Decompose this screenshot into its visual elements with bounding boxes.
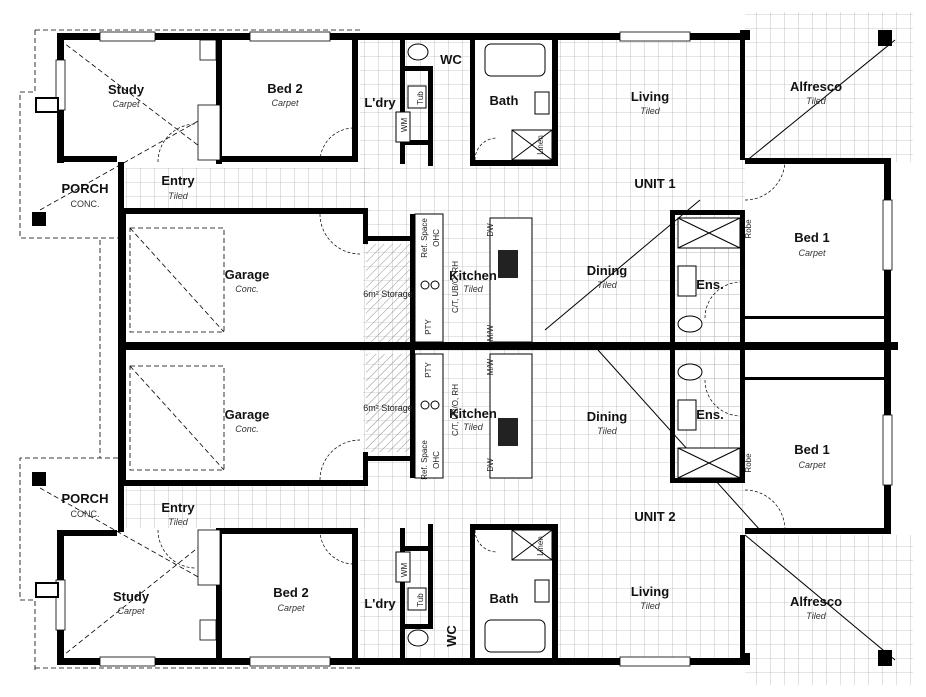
u2-wm-label: WM	[400, 563, 409, 578]
u1-bed1-finish: Carpet	[798, 248, 826, 258]
u2-ldry-name: L'dry	[364, 596, 396, 611]
u1-ohc-label: OHC	[432, 229, 441, 247]
u1-wc-name: WC	[440, 52, 462, 67]
u2-entry-name: Entry	[161, 500, 195, 515]
u1-kitchen-name: Kitchen	[449, 268, 497, 283]
u1-porch-name: PORCH	[62, 181, 109, 196]
u2-tub-label: Tub	[416, 593, 425, 607]
u1-refspace-label: Ref. Space	[420, 218, 429, 258]
u1-dining-finish: Tiled	[597, 280, 617, 290]
u2-dining-name: Dining	[587, 409, 627, 424]
u2-robe-label: Robe	[744, 453, 753, 473]
u2-kitchen-finish: Tiled	[463, 422, 483, 432]
u2-bed1-name: Bed 1	[794, 442, 829, 457]
u2-garage-finish: Conc.	[235, 424, 259, 434]
door-swings	[157, 123, 786, 569]
porch-post	[35, 97, 59, 113]
u2-living-finish: Tiled	[640, 601, 660, 611]
porch-post	[35, 582, 59, 598]
u2-entry-finish: Tiled	[168, 517, 188, 527]
storage-hatch-unit1	[366, 244, 412, 342]
u2-garage-name: Garage	[225, 407, 270, 422]
bath-fixtures	[395, 43, 741, 653]
porch-post	[32, 472, 46, 486]
u1-alfresco-name: Alfresco	[790, 79, 842, 94]
u1-bed1-name: Bed 1	[794, 230, 829, 245]
u1-storage-label: 6m² Storage	[363, 289, 413, 299]
u1-living-finish: Tiled	[640, 106, 660, 116]
u2-pty-label: PTY	[424, 362, 433, 378]
u2-bed2-finish: Carpet	[277, 603, 305, 613]
u2-porch-name: PORCH	[62, 491, 109, 506]
u2-alfresco-finish: Tiled	[806, 611, 826, 621]
u2-wc-name: WC	[444, 625, 459, 647]
u1-ens-name: Ens.	[696, 277, 723, 292]
u2-alfresco-name: Alfresco	[790, 594, 842, 609]
u1-porch-finish: CONC.	[71, 199, 100, 209]
u1-garage-finish: Conc.	[235, 284, 259, 294]
u1-living-name: Living	[631, 89, 669, 104]
u1-ldry-name: L'dry	[364, 95, 396, 110]
u2-ens-name: Ens.	[696, 407, 723, 422]
u2-unit-name: UNIT 2	[634, 509, 675, 524]
u1-wm-label: WM	[400, 118, 409, 133]
u1-robe-label: Robe	[744, 219, 753, 239]
alfresco-diag-2	[744, 534, 896, 661]
u2-study-name: Study	[113, 589, 150, 604]
u2-living-name: Living	[631, 584, 669, 599]
porch-post	[32, 212, 46, 226]
u2-storage-label: 6m² Storage	[363, 403, 413, 413]
u1-tub-label: Tub	[416, 91, 425, 105]
u1-unit-name: UNIT 1	[634, 176, 675, 191]
u1-ct-label: C/T, UB/O, RH	[451, 261, 460, 313]
u1-bath-name: Bath	[490, 93, 519, 108]
u2-bed1-finish: Carpet	[798, 460, 826, 470]
u2-dw-label: DW	[486, 458, 495, 472]
u2-bed2-name: Bed 2	[273, 585, 308, 600]
u1-bed2-finish: Carpet	[271, 98, 299, 108]
u2-porch-finish: CONC.	[71, 509, 100, 519]
windows	[55, 31, 893, 667]
u2-ct-label: C/T, UB/O, RH	[451, 384, 460, 436]
u1-alfresco-finish: Tiled	[806, 96, 826, 106]
u1-study-finish: Carpet	[112, 99, 140, 109]
roof-diag-2	[597, 349, 761, 531]
u1-linen-label: Linen	[536, 135, 545, 155]
u2-refspace-label: Ref. Space	[420, 440, 429, 480]
u1-bed2-name: Bed 2	[267, 81, 302, 96]
u1-kitchen-finish: Tiled	[463, 284, 483, 294]
u2-mw-label: M/W	[486, 358, 495, 375]
u1-dining-name: Dining	[587, 263, 627, 278]
u1-dw-label: DW	[486, 223, 495, 237]
u2-study-finish: Carpet	[117, 606, 145, 616]
u2-linen-label: Linen	[536, 536, 545, 556]
u2-dining-finish: Tiled	[597, 426, 617, 436]
roof-outline	[19, 29, 360, 670]
u1-pty-label: PTY	[424, 319, 433, 335]
u1-mw-label: M/W	[486, 324, 495, 341]
u1-study-name: Study	[108, 82, 145, 97]
u1-garage-name: Garage	[225, 267, 270, 282]
kitchen-fixtures	[414, 213, 533, 479]
u2-ohc-label: OHC	[432, 451, 441, 469]
u1-entry-name: Entry	[161, 173, 195, 188]
alfresco-diag-1	[744, 39, 896, 163]
u2-kitchen-name: Kitchen	[449, 406, 497, 421]
u1-entry-finish: Tiled	[168, 191, 188, 201]
u2-bath-name: Bath	[490, 591, 519, 606]
storage-hatch-unit2	[366, 354, 412, 452]
